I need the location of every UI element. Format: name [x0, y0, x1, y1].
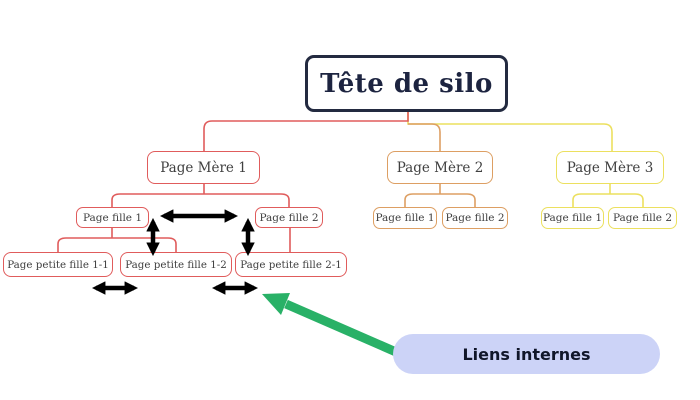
node-mother2-child-2-label: Page fille 2: [445, 212, 505, 224]
node-grandchild-2-1: Page petite fille 2-1: [235, 252, 347, 277]
node-mother1-child-1-label: Page fille 1: [82, 211, 143, 224]
node-mother3-child-1-label: Page fille 1: [542, 212, 603, 224]
node-mother2-child-1-label: Page fille 1: [375, 212, 435, 224]
legend-pointer-arrow-icon: [262, 293, 398, 357]
node-grandchild-1-1: Page petite fille 1-1: [3, 252, 113, 277]
node-silo-head: Tête de silo: [305, 55, 508, 112]
node-mother3-child-2: Page fille 2: [608, 207, 677, 229]
node-mother1-child-1: Page fille 1: [76, 207, 149, 228]
node-grandchild-1-2: Page petite fille 1-2: [120, 252, 232, 277]
node-mother3-child-2-label: Page fille 2: [612, 212, 673, 224]
node-silo-head-label: Tête de silo: [320, 68, 493, 99]
node-mother1-child-2: Page fille 2: [255, 207, 323, 228]
node-mother2-child-1: Page fille 1: [373, 207, 437, 229]
connector-branch-3: [407, 111, 644, 207]
legend-pill: Liens internes: [393, 334, 660, 374]
connector-branch-2: [404, 123, 476, 207]
node-mother-3: Page Mère 3: [556, 151, 664, 184]
node-mother-2-label: Page Mère 2: [396, 159, 484, 176]
node-mother3-child-1: Page fille 1: [541, 207, 604, 229]
node-mother1-child-2-label: Page fille 2: [259, 211, 319, 224]
node-mother-1-label: Page Mère 1: [160, 159, 247, 176]
legend-label: Liens internes: [462, 344, 591, 364]
node-grandchild-1-1-label: Page petite fille 1-1: [7, 258, 109, 271]
node-mother-1: Page Mère 1: [147, 151, 260, 184]
node-mother2-child-2: Page fille 2: [442, 207, 508, 229]
node-grandchild-1-2-label: Page petite fille 1-2: [125, 258, 227, 271]
node-mother-2: Page Mère 2: [387, 151, 493, 184]
connector-branch-1: [57, 112, 409, 252]
node-grandchild-2-1-label: Page petite fille 2-1: [240, 258, 342, 271]
internal-link-arrows: [91, 209, 259, 295]
node-mother-3-label: Page Mère 3: [566, 159, 654, 176]
